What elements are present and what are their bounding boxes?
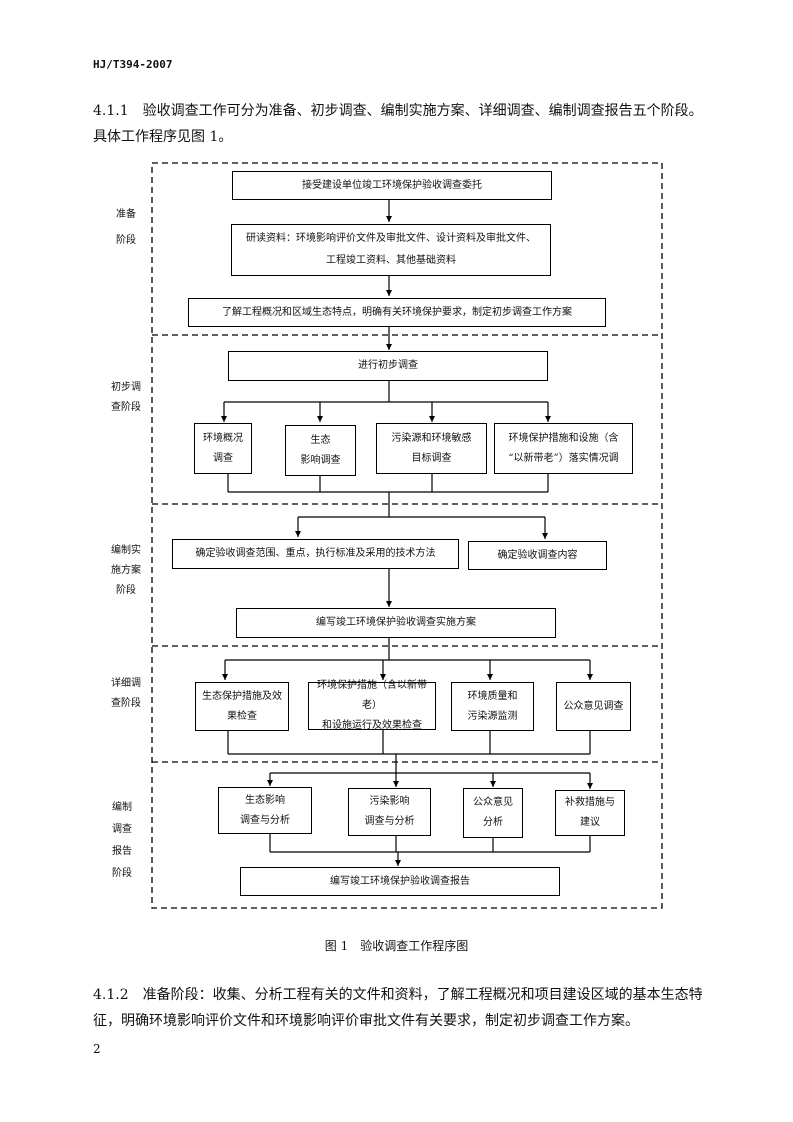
intro-line-1: 4.1.1 验收调查工作可分为准备、初步调查、编制实施方案、详细调查、编制调查报…	[93, 103, 703, 119]
figure-caption: 图 1 验收调查工作程序图	[324, 939, 469, 953]
section-4-1-2-paragraph: 4.1.2 准备阶段：收集、分析工程有关的文件和资料，了解工程概况和项目建设区域…	[93, 982, 705, 1034]
box-text: “以新带老”）落实情况调	[508, 452, 619, 464]
stage-label-line: 查阶段	[111, 402, 141, 413]
box-text: 目标调查	[411, 452, 452, 464]
box-text: 公众意见调查	[563, 700, 624, 712]
intro-paragraph: 4.1.1 验收调查工作可分为准备、初步调查、编制实施方案、详细调查、编制调查报…	[93, 98, 705, 150]
box-conduct-initial-survey: 进行初步调查	[228, 351, 548, 381]
stage-label-line: 编制实	[111, 545, 141, 556]
box-text: 分析	[483, 817, 503, 828]
stage-dividers	[151, 162, 663, 909]
box-text: 了解工程概况和区域生态特点，明确有关环境保护要求，制定初步调查工作方案	[222, 306, 572, 318]
stage-label-line: 初步调	[111, 382, 141, 393]
box-remedy-suggestions: 补救措施与 建议	[555, 790, 625, 836]
flow-connectors	[221, 200, 593, 866]
box-text: 环境保护措施和设施（含	[508, 432, 619, 444]
box-text: 调查与分析	[240, 814, 290, 826]
box-text: 进行初步调查	[358, 360, 418, 371]
box-eco-impact-analysis: 生态影响 调查与分析	[218, 787, 312, 834]
box-text: 环境质量和	[467, 690, 518, 702]
box-text: 确定验收调查内容	[497, 549, 578, 561]
stage-label-line: 准备	[116, 209, 136, 220]
section-line-2: 征，明确环境影响评价文件和环境影响评价审批文件有关要求，制定初步调查工作方案。	[93, 1013, 639, 1029]
box-text: 环境概况	[203, 432, 243, 444]
box-text: 影响调查	[300, 454, 341, 466]
box-text: 生态影响	[245, 794, 285, 806]
stage-label-initial: 初步调 查阶段	[104, 381, 148, 415]
box-text: 生态保护措施及效	[202, 690, 282, 702]
box-eco-measures-check: 生态保护措施及效 果检查	[195, 682, 289, 731]
stage-label-line: 施方案	[111, 565, 141, 576]
document-code: HJ/T394-2007	[93, 58, 173, 71]
box-text: 研读资料：环境影响评价文件及审批文件、设计资料及审批文件、	[246, 233, 536, 244]
box-text: 调查	[213, 452, 233, 464]
box-text: 生态	[310, 434, 331, 446]
box-text: 确定验收调查范围、重点，执行标准及采用的技术方法	[195, 548, 436, 559]
box-text: 污染影响	[369, 796, 410, 807]
box-quality-monitoring: 环境质量和 污染源监测	[451, 682, 534, 731]
box-text: 污染源和环境敏感	[391, 432, 472, 444]
stage-label-line: 调查	[112, 824, 132, 835]
stage-label-detail: 详细调 查阶段	[104, 677, 148, 711]
stage-label-report: 编制 调查 报告 阶段	[100, 801, 144, 881]
box-text: 接受建设单位竣工环境保护验收调查委托	[302, 179, 482, 191]
box-text: 工程竣工资料、其他基础资料	[326, 255, 456, 266]
box-env-measures-check: 环境保护措施（含以新带老） 和设施运行及效果检查	[308, 680, 436, 731]
box-pollution-impact-analysis: 污染影响 调查与分析	[348, 788, 431, 836]
box-write-implementation-plan: 编写竣工环境保护验收调查实施方案	[236, 608, 556, 638]
stage-label-line: 详细调	[111, 678, 141, 689]
page-number: 2	[93, 1042, 101, 1056]
box-text: 环境保护措施（含以新带老）	[317, 680, 427, 711]
box-protection-measures-survey: 环境保护措施和设施（含 “以新带老”）落实情况调	[494, 423, 633, 474]
stage-label-line: 编制	[112, 802, 132, 813]
stage-label-line: 查阶段	[111, 698, 141, 709]
box-scope-and-methods: 确定验收调查范围、重点，执行标准及采用的技术方法	[172, 539, 459, 569]
box-env-status-survey: 环境概况 调查	[194, 423, 252, 474]
box-write-report: 编写竣工环境保护验收调查报告	[240, 867, 560, 896]
box-public-opinion-analysis: 公众意见 分析	[463, 788, 523, 838]
box-accept-commission: 接受建设单位竣工环境保护验收调查委托	[232, 171, 552, 200]
box-text: 编写竣工环境保护验收调查实施方案	[316, 617, 476, 628]
box-study-materials: 研读资料：环境影响评价文件及审批文件、设计资料及审批文件、 工程竣工资料、其他基…	[231, 224, 551, 276]
box-public-opinion-survey: 公众意见调查	[556, 682, 631, 731]
box-text: 污染源监测	[467, 710, 518, 722]
box-pollution-sources-survey: 污染源和环境敏感 目标调查	[376, 423, 487, 474]
box-ecological-survey: 生态 影响调查	[285, 425, 356, 476]
box-text: 公众意见	[473, 797, 513, 808]
box-text: 编写竣工环境保护验收调查报告	[330, 875, 470, 887]
stage-label-line: 阶段	[116, 235, 136, 246]
stage-label-line: 报告	[112, 846, 132, 857]
box-text: 调查与分析	[364, 816, 415, 827]
intro-line-2: 具体工作程序见图 1。	[93, 129, 233, 145]
stage-label-prep: 准备 阶段	[104, 208, 148, 248]
box-text: 补救措施与	[565, 797, 615, 808]
stage-label-plan: 编制实 施方案 阶段	[104, 544, 148, 598]
box-survey-content: 确定验收调查内容	[468, 541, 607, 570]
stage-label-line: 阶段	[112, 868, 132, 879]
box-text: 建议	[580, 817, 600, 828]
section-line-1: 4.1.2 准备阶段：收集、分析工程有关的文件和资料，了解工程概况和项目建设区域…	[93, 987, 703, 1003]
box-initial-plan: 了解工程概况和区域生态特点，明确有关环境保护要求，制定初步调查工作方案	[188, 298, 606, 327]
stage-label-line: 阶段	[116, 585, 136, 596]
box-text: 和设施运行及效果检查	[322, 720, 422, 731]
box-text: 果检查	[227, 710, 257, 722]
